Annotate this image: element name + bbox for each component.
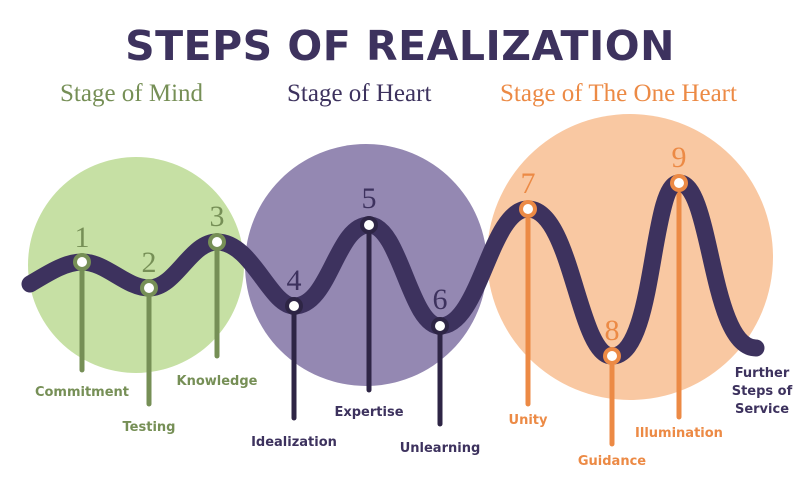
step-label: Guidance (578, 454, 646, 469)
step-label: Illumination (635, 426, 723, 441)
step-node-center (77, 257, 87, 267)
step-label: Expertise (334, 405, 403, 420)
step-number: 9 (672, 141, 687, 174)
step-label: Unlearning (400, 441, 481, 456)
page-title: STEPS OF REALIZATION (125, 22, 675, 70)
stage-heading-mind: Stage of Mind (60, 80, 204, 107)
step-number: 8 (605, 314, 620, 347)
step-label: Testing (123, 420, 176, 435)
step-node-center (144, 283, 154, 293)
realization-wave (21, 174, 765, 365)
stage-heading-one-heart: Stage of The One Heart (500, 80, 737, 107)
step-number: 3 (210, 200, 225, 233)
step-node-center (289, 301, 299, 311)
step-number: 4 (287, 264, 302, 297)
stage-heading-heart: Stage of Heart (287, 80, 432, 107)
step-number: 7 (521, 167, 536, 200)
step-label: Commitment (35, 385, 129, 400)
further-steps-line-3: Service (735, 402, 789, 417)
step-number: 1 (75, 221, 90, 254)
stage-circle-one-heart (487, 114, 773, 400)
step-node-center (607, 351, 617, 361)
stage-circle-heart (245, 144, 487, 386)
further-steps-line-1: Further (735, 366, 790, 381)
step-node-center (523, 204, 533, 214)
step-label: Unity (509, 413, 548, 428)
step-number: 5 (362, 182, 377, 215)
step-number: 6 (433, 283, 448, 316)
step-node-center (674, 178, 684, 188)
step-node-center (364, 220, 374, 230)
further-steps-line-2: Steps of (732, 384, 793, 399)
step-label: Idealization (251, 435, 337, 450)
step-label: Knowledge (177, 374, 258, 389)
step-node-center (212, 237, 222, 247)
step-node-center (435, 321, 445, 331)
step-number: 2 (142, 246, 157, 279)
